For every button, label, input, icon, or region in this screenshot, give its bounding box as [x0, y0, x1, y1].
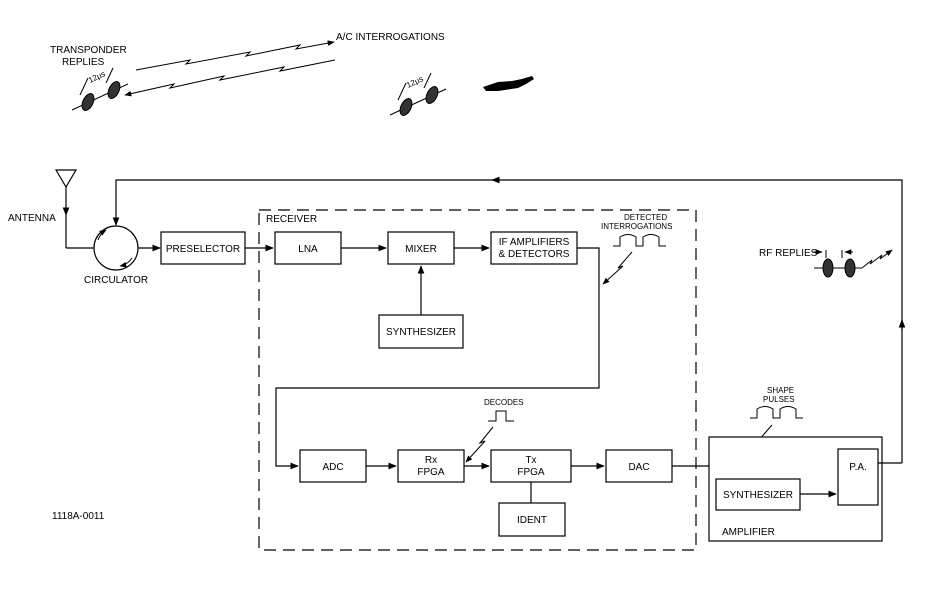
- shape-label-line1: SHAPE: [767, 386, 794, 395]
- antenna-icon: [56, 170, 76, 187]
- figure-id-label: 1118A-0011: [52, 511, 105, 522]
- tx-fpga-label-line2: FPGA: [517, 467, 545, 478]
- amplifier-label: AMPLIFIER: [722, 527, 775, 538]
- aircraft-icon: [483, 76, 534, 91]
- pulse-spacing-label: 12μs: [405, 74, 425, 90]
- detected-label-line2: INTERROGATIONS: [601, 222, 672, 231]
- circulator-icon: [94, 226, 138, 270]
- synthesizer-amp-label: SYNTHESIZER: [723, 490, 793, 501]
- interrogation-pulse-pair: 12μs: [390, 73, 446, 117]
- if-amplifiers-label-line2: & DETECTORS: [499, 249, 570, 260]
- tx-fpga-label-line1: Tx: [525, 455, 536, 466]
- rx-fpga-label-line1: Rx: [425, 455, 437, 466]
- pulse-spacing-label: 12μs: [87, 69, 107, 85]
- reply-pulse-pair: 12μs: [72, 68, 128, 112]
- synthesizer-rx-label: SYNTHESIZER: [386, 327, 456, 338]
- detected-indicator-arrow: [603, 252, 632, 284]
- rf-reply-pulses: [812, 250, 892, 277]
- ident-label: IDENT: [517, 515, 547, 526]
- if-amplifiers-label-line1: IF AMPLIFIERS: [499, 237, 570, 248]
- decodes-pulse-icon: [488, 411, 514, 421]
- reply-signal-arrow: [125, 60, 335, 95]
- rf-replies-label: RF REPLIES: [759, 248, 818, 259]
- decodes-label: DECODES: [484, 398, 524, 407]
- dac-label: DAC: [628, 462, 649, 473]
- transponder-replies-label: TRANSPONDER REPLIES: [50, 45, 127, 68]
- lna-label: LNA: [298, 244, 318, 255]
- shape-label-line2: PULSES: [763, 395, 795, 404]
- antenna-label: ANTENNA: [8, 213, 56, 224]
- detected-label-line1: DETECTED: [624, 213, 667, 222]
- preselector-label: PRESELECTOR: [166, 244, 240, 255]
- adc-label: ADC: [322, 462, 343, 473]
- decodes-indicator-arrow: [466, 427, 493, 462]
- detected-pulses-icon: [613, 235, 666, 247]
- pa-label: P.A.: [849, 462, 867, 473]
- pa-block: [838, 449, 878, 505]
- shape-pulses-icon: [750, 407, 803, 419]
- mixer-label: MIXER: [405, 244, 437, 255]
- ac-interrogations-label: A/C INTERROGATIONS: [336, 32, 445, 43]
- transponder-label-line1: TRANSPONDER: [50, 45, 127, 56]
- receiver-label: RECEIVER: [266, 214, 317, 225]
- rx-fpga-label-line2: FPGA: [417, 467, 445, 478]
- transponder-label-line2: REPLIES: [62, 57, 105, 68]
- circulator-label: CIRCULATOR: [84, 275, 148, 286]
